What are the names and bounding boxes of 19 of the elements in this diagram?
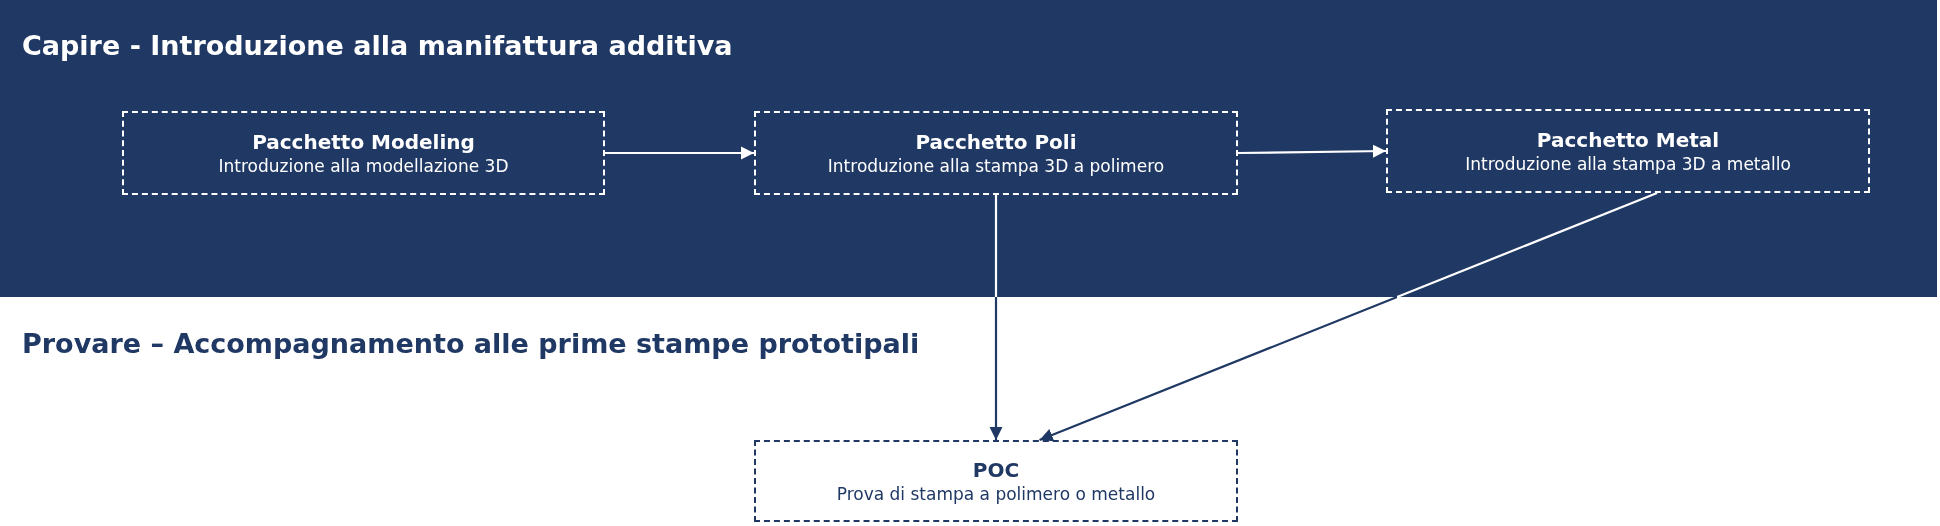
- box-description: Introduzione alla stampa 3D a polimero: [827, 156, 1165, 176]
- box-heading: Pacchetto Poli: [915, 130, 1077, 154]
- box-heading: Pacchetto Metal: [1536, 128, 1720, 152]
- box-heading: Pacchetto Modeling: [252, 130, 475, 154]
- arrow: [605, 146, 754, 160]
- section-title: Capire - Introduzione alla manifattura additiva: [22, 30, 733, 61]
- package-box: [754, 111, 1238, 195]
- arrow: [989, 195, 1003, 440]
- arrow: [1039, 191, 1658, 442]
- arrow: [1238, 144, 1386, 158]
- box-description: Introduzione alla modellazione 3D: [218, 156, 509, 176]
- package-box: [122, 111, 605, 195]
- section-heading: Provare – Accompagnamento alle prime stampe prototipali: [22, 328, 920, 359]
- box-description: Prova di stampa a polimero o metallo: [836, 484, 1156, 504]
- package-box: [1386, 109, 1870, 193]
- box-description: Introduzione alla stampa 3D a metallo: [1465, 154, 1791, 174]
- section-band: [0, 0, 1937, 297]
- box-heading: POC: [972, 458, 1020, 482]
- package-box: [754, 440, 1238, 522]
